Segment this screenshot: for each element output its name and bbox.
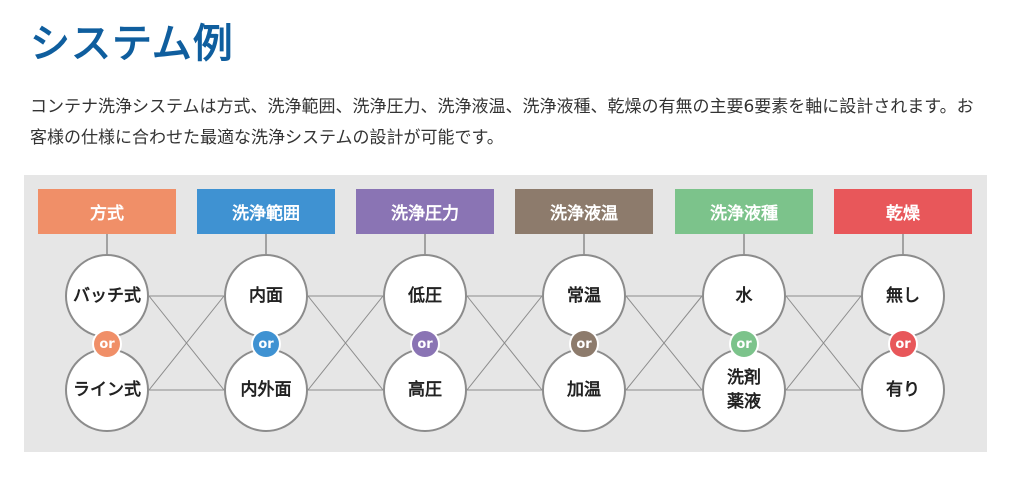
category-label-senjo-atsuryoku: 洗浄圧力 xyxy=(356,189,494,234)
cross-connectors xyxy=(148,295,862,391)
or-badge: or xyxy=(94,331,120,357)
category-label-senjo-ekishu: 洗浄液種 xyxy=(675,189,813,234)
option-node-heated: 加温 xyxy=(542,348,626,432)
cross-link-up xyxy=(785,295,862,391)
option-node-present: 有り xyxy=(861,348,945,432)
category-label-senjo-hani: 洗浄範囲 xyxy=(197,189,335,234)
option-node-batch: バッチ式 xyxy=(65,254,149,338)
category-label-kanso: 乾燥 xyxy=(834,189,972,234)
or-badge: or xyxy=(731,331,757,357)
page-title: システム例 xyxy=(30,21,234,67)
category-label-senjo-ekion: 洗浄液温 xyxy=(515,189,653,234)
or-badge: or xyxy=(890,331,916,357)
option-node-none: 無し xyxy=(861,254,945,338)
category-label-hoshiki: 方式 xyxy=(38,189,176,234)
or-badge: or xyxy=(253,331,279,357)
cross-link-up xyxy=(148,295,225,391)
option-node-detergent: 洗剤 薬液 xyxy=(702,348,786,432)
or-badge: or xyxy=(412,331,438,357)
cross-link-up xyxy=(307,295,384,391)
option-node-high-pressure: 高圧 xyxy=(383,348,467,432)
system-diagram-panel xyxy=(24,175,987,452)
or-badge: or xyxy=(571,331,597,357)
vertical-connectors xyxy=(106,234,904,254)
cross-link-up xyxy=(466,295,543,391)
option-node-water: 水 xyxy=(702,254,786,338)
horizontal-connectors xyxy=(149,295,861,391)
description-text: コンテナ洗浄システムは方式、洗浄範囲、洗浄圧力、洗浄液温、洗浄液種、乾燥の有無の… xyxy=(30,97,974,148)
option-node-low-pressure: 低圧 xyxy=(383,254,467,338)
option-node-inner-outer: 内外面 xyxy=(224,348,308,432)
option-node-inner: 内面 xyxy=(224,254,308,338)
cross-link-up xyxy=(625,295,703,391)
option-node-line: ライン式 xyxy=(65,348,149,432)
option-node-room-temp: 常温 xyxy=(542,254,626,338)
